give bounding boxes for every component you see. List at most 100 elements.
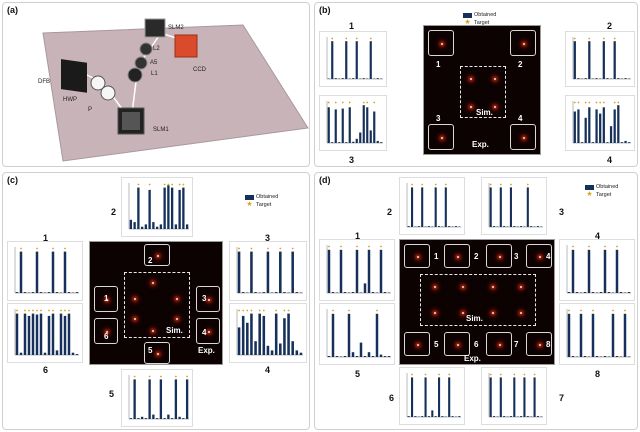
- target-marker: [592, 309, 594, 312]
- panel-d: (d) Obtained ★Target 2 3 1 4 5 8 6 7 1 2…: [314, 172, 638, 430]
- sim-label: Sim.: [166, 326, 183, 335]
- bar-chart: [121, 369, 193, 427]
- chart-bar: [347, 313, 351, 357]
- chart-bar: [615, 249, 619, 293]
- chart-bar: [335, 356, 339, 357]
- target-marker: [612, 309, 614, 312]
- chart-bar: [493, 226, 496, 227]
- target-marker: [373, 101, 376, 104]
- chart-axis: [488, 183, 543, 228]
- target-marker: [438, 373, 440, 376]
- chart-bar: [373, 111, 376, 143]
- target-marker: [48, 309, 50, 312]
- chart-bar: [144, 224, 148, 229]
- bar-chart: [565, 31, 635, 87]
- chart-bar: [434, 416, 437, 417]
- chart-bar: [407, 226, 410, 227]
- target-marker: [279, 247, 282, 250]
- chart-svg: [566, 245, 631, 294]
- target-marker: [411, 183, 413, 186]
- chart-bar: [254, 341, 257, 355]
- chart-bar: [351, 292, 355, 293]
- chart-svg: [128, 183, 189, 230]
- target-marker: [588, 245, 590, 248]
- target-marker: [148, 375, 151, 378]
- chart-axis: [572, 37, 631, 80]
- chart-bar: [279, 251, 282, 293]
- chart-bar: [331, 142, 334, 143]
- target-marker: [60, 309, 62, 312]
- label-ccd: CCD: [193, 67, 207, 73]
- chart-bar: [627, 292, 631, 293]
- chart-bar: [159, 379, 163, 419]
- sim-label: Sim.: [466, 314, 483, 323]
- chart-svg: [572, 101, 631, 144]
- chart-bar: [299, 352, 303, 355]
- target-marker: [52, 247, 54, 250]
- chart-bar: [75, 354, 79, 355]
- chart-bar: [573, 41, 576, 79]
- chart-bar: [407, 416, 410, 417]
- chart-bar: [274, 292, 278, 293]
- chart-bar: [331, 41, 334, 79]
- bar-chart: [319, 303, 395, 365]
- chart-bar: [613, 41, 616, 79]
- chart-bar: [599, 292, 603, 293]
- target-marker: [36, 247, 38, 250]
- chart-bar: [513, 377, 516, 417]
- intensity-image: 2 1 3 6 4 5 Sim. Exp.: [89, 241, 223, 365]
- chart-bar: [489, 377, 492, 417]
- chart-bar: [438, 226, 441, 227]
- chart-bar: [617, 78, 620, 79]
- chart-axis: [326, 309, 391, 358]
- bar-chart: [481, 367, 547, 425]
- target-marker: [28, 309, 30, 312]
- chart-svg: [326, 245, 391, 294]
- target-marker: [133, 375, 136, 378]
- dfb-laser: [61, 59, 87, 93]
- chart-bar: [615, 356, 619, 357]
- chart-bar: [411, 377, 414, 417]
- chart-bar: [327, 356, 331, 357]
- chart-bar: [185, 379, 189, 419]
- target-marker: [36, 309, 38, 312]
- panel-b-label: (b): [319, 5, 331, 15]
- chart-bar: [617, 105, 620, 143]
- chart-bar: [258, 313, 261, 355]
- chart-bar: [624, 78, 627, 79]
- chart-bar: [595, 109, 598, 143]
- label-hwp: HWP: [63, 97, 77, 103]
- chart-bar: [178, 416, 181, 419]
- chart-bar: [379, 249, 383, 293]
- optical-table: [42, 24, 309, 162]
- target-marker: [411, 373, 413, 376]
- label-l2: L2: [153, 46, 160, 52]
- chart-bar: [241, 315, 245, 355]
- chart-bar: [355, 249, 359, 293]
- target-marker: [238, 247, 240, 250]
- chart-bar: [503, 416, 506, 417]
- chart-bar: [148, 379, 151, 419]
- chart-bar: [15, 313, 19, 355]
- chart-bar: [137, 418, 140, 419]
- target-marker: [64, 247, 66, 250]
- chart-bar: [359, 132, 362, 143]
- target-marker: [16, 309, 18, 312]
- chart-bar: [39, 292, 43, 293]
- chart-bar: [339, 249, 343, 293]
- chart-bar: [338, 142, 341, 143]
- chart-bar: [526, 187, 529, 227]
- chart-bar: [533, 377, 536, 417]
- chart-bar: [624, 140, 627, 143]
- target-marker: [242, 309, 245, 312]
- chart-bar: [140, 416, 144, 419]
- chart-axis: [566, 245, 631, 294]
- chart-bar: [345, 142, 348, 143]
- a5-aperture: [134, 56, 148, 70]
- target-marker: [572, 245, 574, 248]
- bar-chart: [7, 303, 83, 363]
- chart-bar: [343, 292, 347, 293]
- chart-bar: [451, 416, 454, 417]
- chart-bar: [448, 377, 451, 417]
- target-marker: [275, 309, 278, 312]
